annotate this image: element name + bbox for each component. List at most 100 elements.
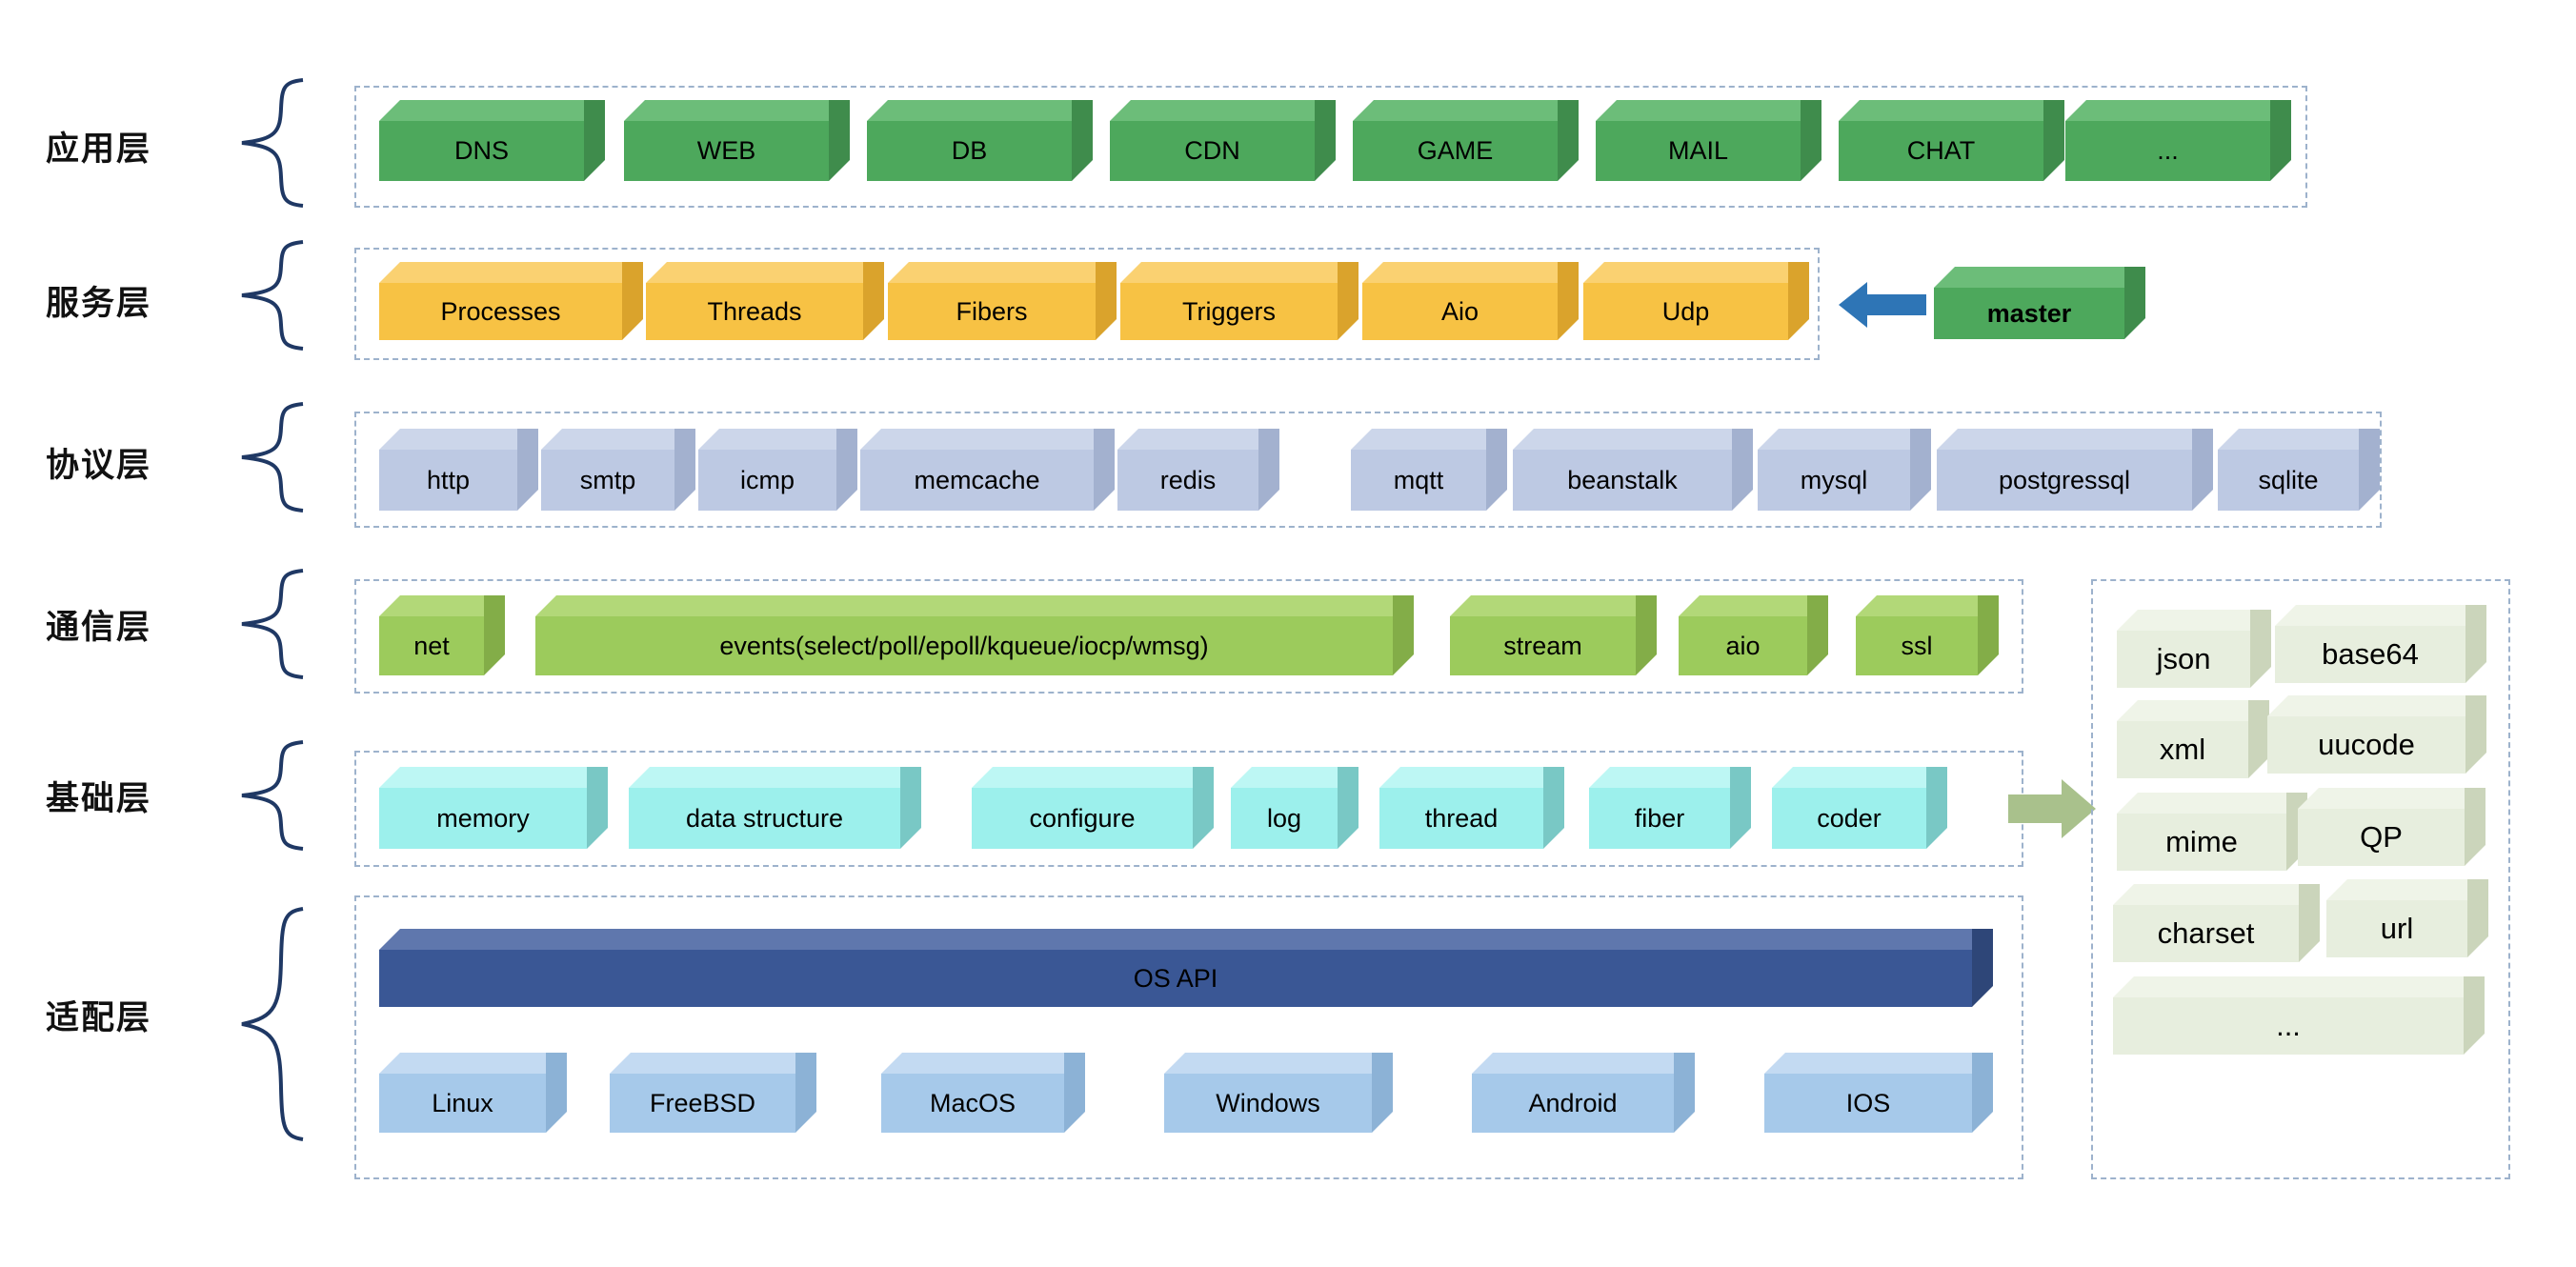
box-stream[interactable]: stream — [1450, 595, 1636, 675]
box-side-face — [2043, 100, 2064, 181]
box-thread[interactable]: thread — [1379, 767, 1543, 849]
box-base64[interactable]: base64 — [2275, 605, 2465, 683]
box-memory[interactable]: memory — [379, 767, 587, 849]
box-net[interactable]: net — [379, 595, 484, 675]
box-http[interactable]: http — [379, 429, 517, 511]
box-side-face — [1094, 429, 1115, 511]
box-ios[interactable]: IOS — [1764, 1053, 1972, 1133]
box-top-face — [1596, 100, 1801, 121]
box-top-face — [1164, 1053, 1372, 1074]
container-communication-layer — [354, 579, 2023, 694]
box-label: fiber — [1589, 788, 1730, 849]
box-label: icmp — [698, 450, 836, 511]
box-label: mime — [2117, 814, 2286, 871]
box-side-face — [584, 100, 605, 181]
box-coder-more[interactable]: ... — [2113, 976, 2464, 1055]
box-smtp[interactable]: smtp — [541, 429, 674, 511]
box-configure[interactable]: configure — [972, 767, 1193, 849]
box-side-face — [1732, 429, 1753, 511]
box-fibers[interactable]: Fibers — [888, 262, 1096, 340]
box-web[interactable]: WEB — [624, 100, 829, 181]
box-uucode[interactable]: uucode — [2267, 695, 2465, 774]
box-label: memory — [379, 788, 587, 849]
box-macos[interactable]: MacOS — [881, 1053, 1064, 1133]
box-url[interactable]: url — [2326, 879, 2467, 957]
box-triggers[interactable]: Triggers — [1120, 262, 1338, 340]
box-label: FreeBSD — [610, 1074, 795, 1133]
layer-label-service: 服务层 — [46, 285, 152, 323]
box-master[interactable]: master — [1934, 267, 2124, 339]
brace-protocol — [238, 400, 307, 514]
box-application-more[interactable]: ... — [2065, 100, 2270, 181]
box-top-face — [1934, 267, 2124, 288]
box-log[interactable]: log — [1231, 767, 1338, 849]
box-mysql[interactable]: mysql — [1758, 429, 1910, 511]
box-mime[interactable]: mime — [2117, 793, 2286, 871]
box-side-face — [517, 429, 538, 511]
layer-label-adaptation: 适配层 — [46, 999, 152, 1037]
box-side-face — [1543, 767, 1564, 849]
box-top-face — [888, 262, 1096, 283]
box-mail[interactable]: MAIL — [1596, 100, 1801, 181]
box-side-face — [674, 429, 695, 511]
box-side-face — [622, 262, 643, 340]
box-game[interactable]: GAME — [1353, 100, 1558, 181]
box-threads[interactable]: Threads — [646, 262, 863, 340]
box-qp[interactable]: QP — [2298, 788, 2465, 866]
box-aio-comm[interactable]: aio — [1679, 595, 1807, 675]
box-sqlite[interactable]: sqlite — [2218, 429, 2359, 511]
box-top-face — [1120, 262, 1338, 283]
box-db[interactable]: DB — [867, 100, 1072, 181]
box-freebsd[interactable]: FreeBSD — [610, 1053, 795, 1133]
box-android[interactable]: Android — [1472, 1053, 1674, 1133]
box-top-face — [2113, 884, 2299, 905]
box-windows[interactable]: Windows — [1164, 1053, 1372, 1133]
box-side-face — [1315, 100, 1336, 181]
box-postgressql[interactable]: postgressql — [1937, 429, 2192, 511]
box-coder[interactable]: coder — [1772, 767, 1926, 849]
box-label: Processes — [379, 283, 622, 340]
box-label: Fibers — [888, 283, 1096, 340]
box-top-face — [1231, 767, 1338, 788]
box-beanstalk[interactable]: beanstalk — [1513, 429, 1732, 511]
box-chat[interactable]: CHAT — [1839, 100, 2043, 181]
box-memcache[interactable]: memcache — [860, 429, 1094, 511]
box-side-face — [1096, 262, 1117, 340]
layer-label-foundation: 基础层 — [46, 780, 152, 818]
container-adaptation-layer — [354, 895, 2023, 1179]
box-top-face — [1772, 767, 1926, 788]
box-aio[interactable]: Aio — [1362, 262, 1558, 340]
box-dns[interactable]: DNS — [379, 100, 584, 181]
box-processes[interactable]: Processes — [379, 262, 622, 340]
box-xml[interactable]: xml — [2117, 700, 2248, 778]
box-side-face — [2250, 610, 2271, 688]
box-os-api[interactable]: OS API — [379, 929, 1972, 1007]
box-side-face — [1072, 100, 1093, 181]
box-redis[interactable]: redis — [1117, 429, 1258, 511]
container-coder-panel — [2091, 579, 2510, 1179]
box-events[interactable]: events(select/poll/epoll/kqueue/iocp/wms… — [535, 595, 1393, 675]
box-side-face — [2192, 429, 2213, 511]
box-top-face — [2267, 695, 2465, 716]
box-udp[interactable]: Udp — [1583, 262, 1788, 340]
box-label: Triggers — [1120, 283, 1338, 340]
box-data-structure[interactable]: data structure — [629, 767, 900, 849]
box-ssl[interactable]: ssl — [1856, 595, 1978, 675]
box-label: url — [2326, 900, 2467, 957]
box-linux[interactable]: Linux — [379, 1053, 546, 1133]
layer-label-protocol: 协议层 — [46, 447, 152, 485]
box-top-face — [1351, 429, 1486, 450]
box-cdn[interactable]: CDN — [1110, 100, 1315, 181]
box-top-face — [379, 1053, 546, 1074]
box-top-face — [379, 595, 484, 616]
box-top-face — [2065, 100, 2270, 121]
box-charset[interactable]: charset — [2113, 884, 2299, 962]
box-top-face — [1758, 429, 1910, 450]
box-icmp[interactable]: icmp — [698, 429, 836, 511]
box-label: base64 — [2275, 626, 2465, 683]
container-service-layer — [354, 248, 1820, 360]
box-fiber[interactable]: fiber — [1589, 767, 1730, 849]
box-mqtt[interactable]: mqtt — [1351, 429, 1486, 511]
box-top-face — [541, 429, 674, 450]
box-json[interactable]: json — [2117, 610, 2250, 688]
